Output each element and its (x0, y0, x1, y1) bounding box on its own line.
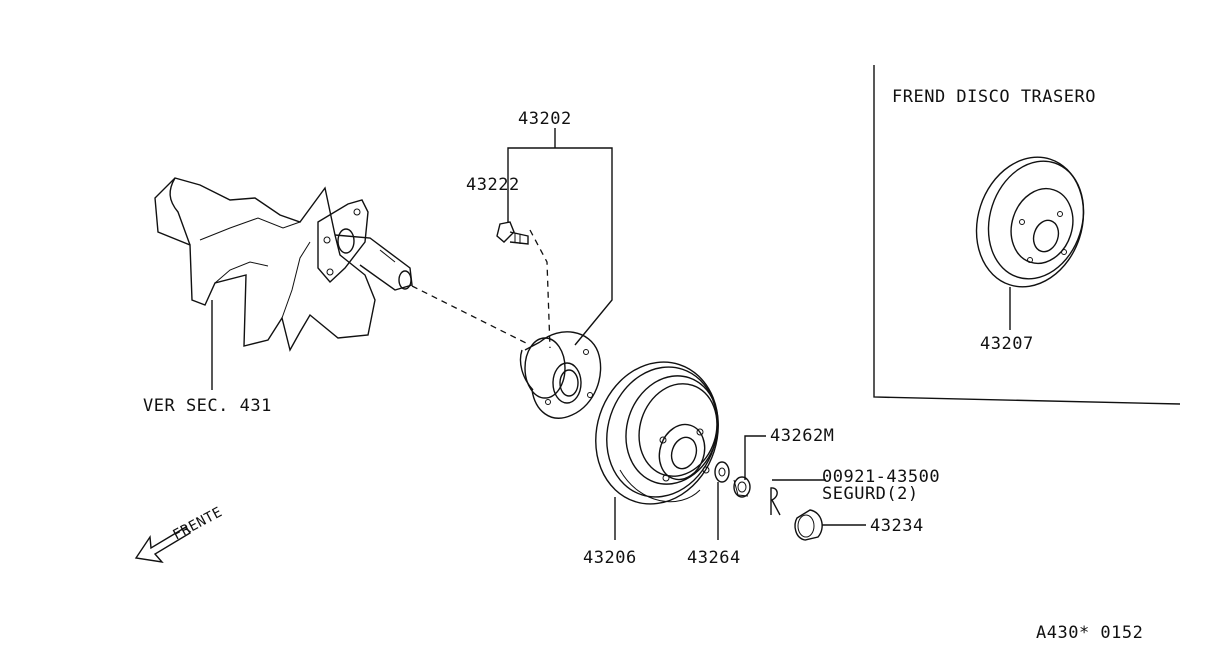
inset-box (873, 65, 1181, 405)
hub-43202 (519, 331, 602, 419)
label-ver-sec: VER SEC. 431 (143, 396, 272, 416)
label-43234: 43234 (870, 516, 924, 536)
label-00921-43500: 00921-43500 (822, 467, 940, 487)
label-frente: FRENTE (170, 504, 225, 543)
cotter-pin (770, 487, 781, 516)
inset-title: FREND DISCO TRASERO (892, 87, 1096, 107)
label-43207: 43207 (980, 334, 1034, 354)
drum-43206 (595, 361, 719, 505)
cap-43234 (794, 509, 823, 541)
label-43206: 43206 (583, 548, 637, 568)
label-segurd: SEGURD(2) (822, 484, 919, 504)
knuckle-assembly (154, 177, 413, 352)
frente-arrow (134, 526, 191, 563)
bolt-43222 (496, 221, 529, 245)
label-43202: 43202 (518, 109, 572, 129)
nut-43262m (733, 476, 751, 498)
label-43222: 43222 (466, 175, 520, 195)
drawing-code: A430* 0152 (1036, 623, 1143, 643)
label-43262m: 43262M (770, 426, 834, 446)
label-43264: 43264 (687, 548, 741, 568)
washer-43264 (714, 461, 730, 483)
